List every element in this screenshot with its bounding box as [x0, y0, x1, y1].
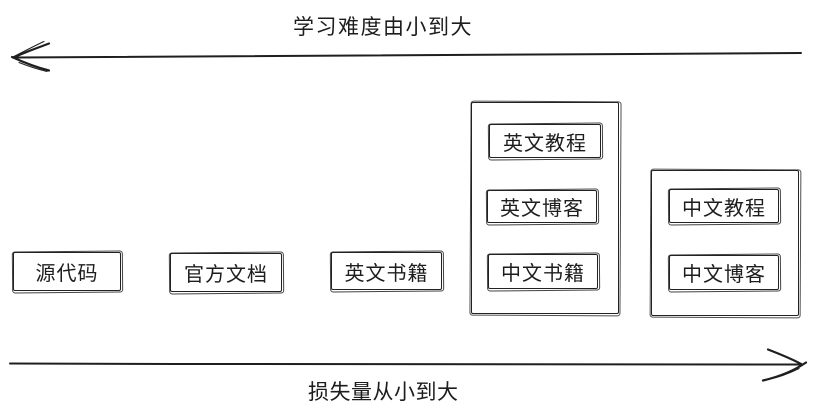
top-arrow-left [10, 40, 802, 73]
box-english-blogs: 英文博客 [487, 190, 597, 223]
box-chinese-blogs: 中文博客 [669, 255, 779, 290]
bottom-axis-label: 损失量从小到大 [308, 381, 459, 404]
box-english-tutorials: 英文教程 [489, 124, 601, 158]
box-chinese-books: 中文书籍 [488, 254, 598, 289]
group-chinese-tutorials-blogs: 中文教程 中文博客 [651, 170, 799, 316]
top-axis-label: 学习难度由小到大 [293, 16, 473, 39]
box-english-books: 英文书籍 [331, 252, 442, 290]
box-chinese-tutorials: 中文教程 [669, 189, 779, 223]
group-english-and-chinese-books: 英文教程 英文博客 中文书籍 [471, 102, 619, 314]
box-source-code: 源代码 [13, 252, 121, 291]
box-official-docs: 官方文档 [170, 253, 282, 292]
